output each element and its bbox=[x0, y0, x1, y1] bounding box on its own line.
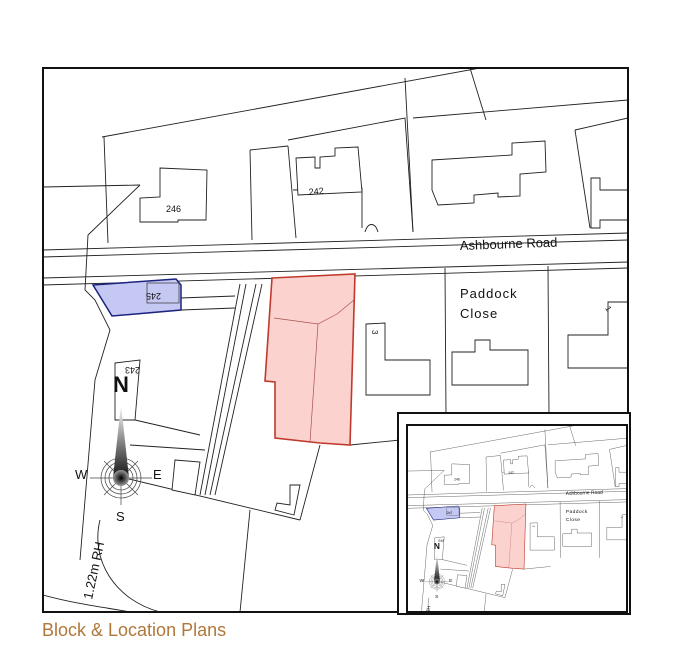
building-246 bbox=[139, 167, 208, 223]
block-plan: Ashbourne Road Paddock Close bbox=[43, 68, 628, 612]
building-3 bbox=[365, 322, 431, 396]
house-number-1: 1 bbox=[603, 305, 613, 314]
compass-east: E bbox=[153, 467, 162, 482]
compass-south: S bbox=[116, 509, 125, 524]
close-label-line2: Close bbox=[460, 306, 498, 321]
compass-north: N bbox=[113, 372, 129, 397]
compass-west: W bbox=[75, 467, 88, 482]
building-242 bbox=[295, 146, 363, 196]
close-label-line1: Paddock bbox=[460, 286, 518, 301]
location-plan bbox=[407, 425, 627, 612]
building-1 bbox=[567, 301, 628, 369]
owned-parcel-245 bbox=[91, 278, 182, 317]
caption: Block & Location Plans bbox=[42, 620, 227, 640]
house-number-3: 3 bbox=[370, 330, 379, 335]
house-number-246: 246 bbox=[166, 204, 181, 214]
location-plan-frame bbox=[406, 424, 628, 613]
road-label: Ashbourne Road bbox=[460, 235, 558, 253]
house-number-243: 243 bbox=[125, 365, 140, 375]
north-arrow-compass: N W E S bbox=[75, 372, 162, 524]
house-number-242: 242 bbox=[308, 186, 324, 197]
house-number-245: 245 bbox=[146, 291, 161, 301]
building-paddock-close bbox=[451, 339, 529, 386]
building-large-north bbox=[431, 140, 547, 206]
application-site bbox=[264, 273, 356, 446]
path-label: 1.22m RH bbox=[80, 540, 107, 600]
block-plan-frame bbox=[42, 67, 629, 613]
